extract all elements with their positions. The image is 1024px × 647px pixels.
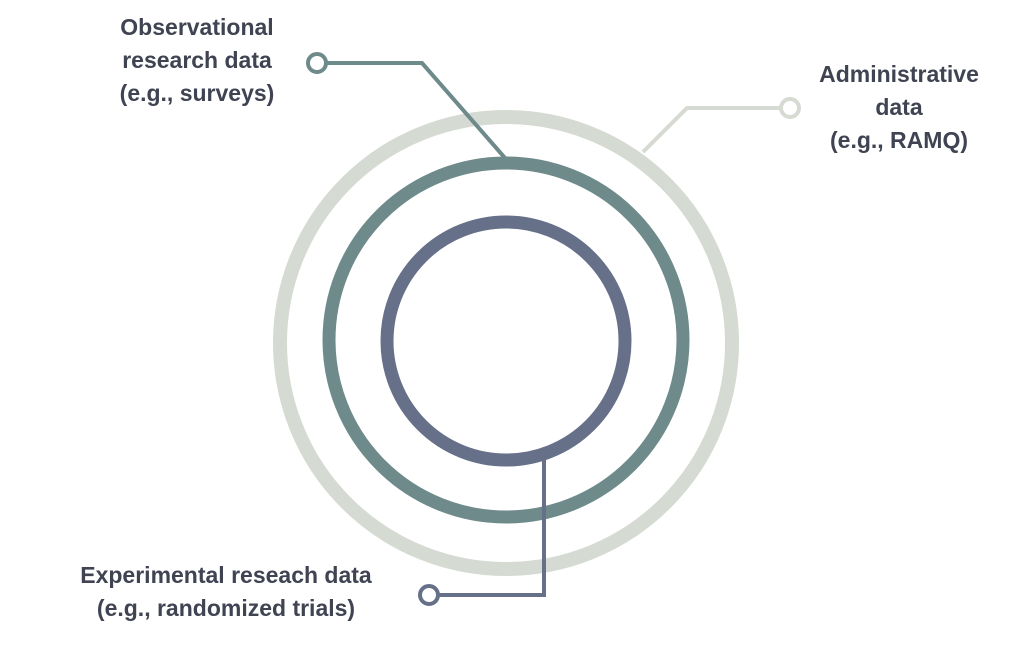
experimental-connector xyxy=(438,458,546,597)
observational-connector xyxy=(325,61,507,160)
administrative-label-line: Administrative xyxy=(819,61,979,87)
administrative-label-line: (e.g., RAMQ) xyxy=(830,127,968,153)
experimental-connector-dot xyxy=(418,584,440,606)
observational-label: Observational research data (e.g., surve… xyxy=(97,11,297,110)
experimental-ring xyxy=(380,215,632,467)
experimental-label: Experimental reseach data (e.g., randomi… xyxy=(46,559,406,625)
experimental-label-line: Experimental reseach data xyxy=(80,562,372,588)
experimental-label-line: (e.g., randomized trials) xyxy=(96,595,356,621)
administrative-connector xyxy=(641,106,781,154)
observational-label-line: Observational xyxy=(120,14,274,40)
administrative-connector-dot xyxy=(779,97,801,119)
administrative-ring xyxy=(273,110,739,576)
administrative-label: Administrative data (e.g., RAMQ) xyxy=(799,58,999,157)
observational-label-line: (e.g., surveys) xyxy=(119,80,275,106)
administrative-label-line: data xyxy=(875,94,923,120)
observational-ring xyxy=(322,156,690,524)
observational-label-line: research data xyxy=(122,47,272,73)
observational-connector-dot xyxy=(306,52,328,74)
